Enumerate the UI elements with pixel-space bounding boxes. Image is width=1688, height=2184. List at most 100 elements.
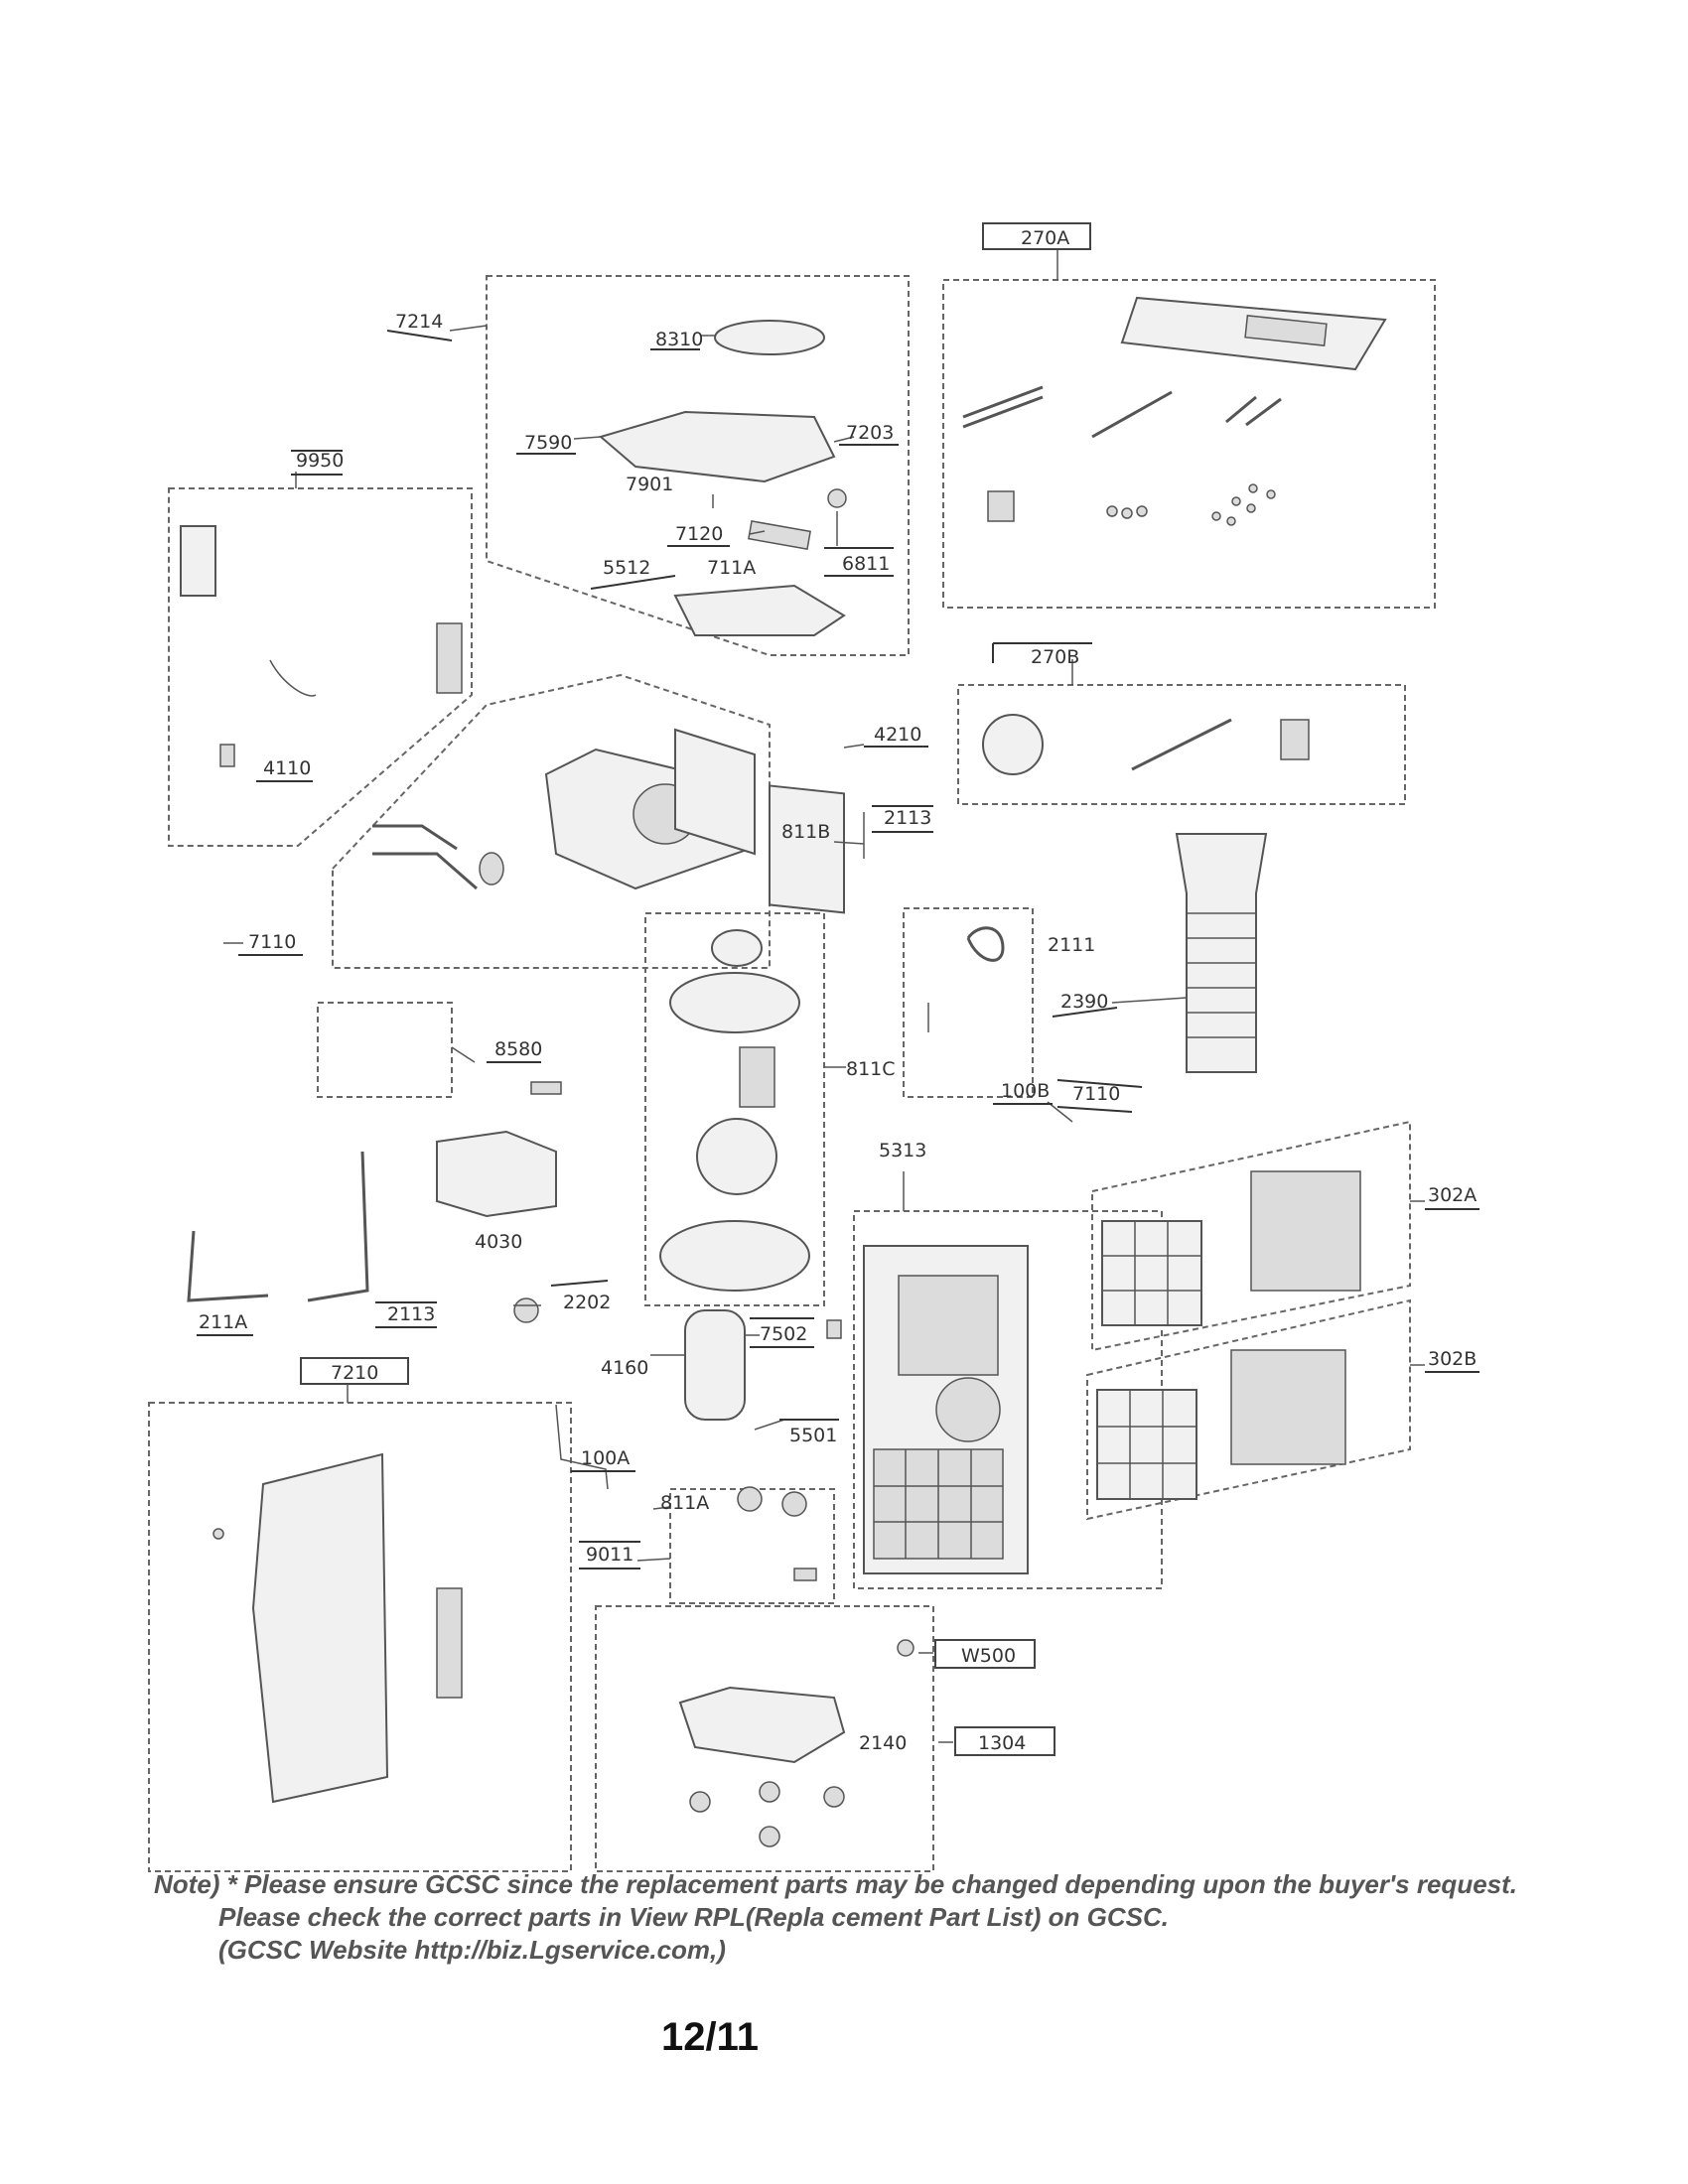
label-100A: 100A bbox=[581, 1447, 630, 1469]
label-7502: 7502 bbox=[760, 1323, 807, 1345]
knob-7120 bbox=[827, 488, 847, 508]
label-4210: 4210 bbox=[874, 724, 921, 746]
blower-scroll bbox=[659, 1220, 810, 1292]
coil-tube bbox=[372, 824, 478, 890]
label-5313: 5313 bbox=[879, 1140, 926, 1161]
evaporator-4030 bbox=[436, 1130, 557, 1218]
rod-2113 bbox=[307, 1151, 369, 1302]
label-8580: 8580 bbox=[494, 1038, 542, 1060]
note-line-3: (GCSC Website http://biz.Lgservice.com,) bbox=[218, 1935, 726, 1965]
filter-302A-mesh bbox=[1250, 1170, 1361, 1292]
rear-cabinet-fan bbox=[935, 1377, 1001, 1442]
window-panel-slot bbox=[1244, 315, 1328, 346]
filter-box-302A bbox=[1091, 1120, 1411, 1352]
note-line-1: Note) * Please ensure GCSC since the rep… bbox=[154, 1869, 1517, 1899]
exhaust-adapter bbox=[982, 714, 1044, 775]
label-2140: 2140 bbox=[859, 1732, 907, 1754]
motor-4210-side bbox=[479, 852, 504, 886]
filter-box-302B bbox=[1086, 1298, 1411, 1521]
motor-bracket bbox=[674, 728, 756, 856]
rear-grille bbox=[873, 1448, 1004, 1560]
base-pan-2140 bbox=[678, 1686, 846, 1764]
pump-811A-parts bbox=[737, 1486, 817, 1581]
rear-cabinet-opening bbox=[898, 1275, 999, 1376]
part-2202 bbox=[513, 1297, 539, 1323]
label-2111: 2111 bbox=[1048, 934, 1095, 956]
hose-fitting bbox=[1280, 719, 1310, 760]
blower-box-811C bbox=[644, 912, 825, 1306]
label-9011: 9011 bbox=[586, 1544, 633, 1566]
leader-lines bbox=[223, 248, 1425, 1743]
label-7590: 7590 bbox=[524, 432, 572, 454]
label-211A: 211A bbox=[199, 1311, 247, 1333]
control-panel-box-7214 bbox=[486, 275, 910, 656]
label-2390: 2390 bbox=[1060, 991, 1108, 1013]
exhaust-hose-2390 bbox=[1175, 833, 1268, 1073]
float-box-2111 bbox=[903, 907, 1034, 1098]
front-cabinet-screw bbox=[212, 1528, 224, 1540]
label-1304: 1304 bbox=[978, 1732, 1026, 1754]
blower-motor bbox=[711, 929, 763, 967]
drain-rod bbox=[1131, 718, 1232, 771]
relay-piece bbox=[436, 622, 463, 694]
callout-box-1304 bbox=[954, 1726, 1055, 1756]
filter-4210 bbox=[769, 784, 845, 914]
drain-cap-W500 bbox=[897, 1639, 914, 1657]
bracket-211A bbox=[187, 1230, 269, 1302]
electrical-box-9950 bbox=[168, 487, 473, 847]
blower-shroud bbox=[669, 972, 800, 1033]
label-7214: 7214 bbox=[395, 311, 443, 333]
wire-100A bbox=[555, 1404, 609, 1490]
label-302B: 302B bbox=[1428, 1348, 1477, 1370]
control-panel-7203 bbox=[598, 410, 836, 483]
label-2113-bottom: 2113 bbox=[387, 1303, 435, 1325]
terminal-block bbox=[180, 525, 216, 597]
label-8310: 8310 bbox=[655, 329, 703, 350]
label-7110-left: 7110 bbox=[248, 931, 296, 953]
replacement-parts-note: Note) * Please ensure GCSC since the rep… bbox=[154, 1868, 1584, 1967]
blower-wheel bbox=[696, 1118, 777, 1195]
label-7901: 7901 bbox=[626, 474, 673, 495]
label-5501: 5501 bbox=[789, 1425, 837, 1446]
label-4030: 4030 bbox=[475, 1231, 522, 1253]
hose-ribs bbox=[1187, 912, 1256, 1038]
kit-box-270B bbox=[957, 684, 1406, 805]
label-711A: 711A bbox=[707, 557, 756, 579]
blower-grille bbox=[739, 1046, 775, 1108]
sensor-8580 bbox=[530, 1081, 562, 1095]
label-W500: W500 bbox=[961, 1645, 1016, 1667]
display-cover-8310 bbox=[714, 320, 825, 355]
control-pcb-6811 bbox=[748, 520, 811, 550]
label-6811: 6811 bbox=[842, 553, 890, 575]
capacitor-7502 bbox=[826, 1319, 842, 1339]
compressor-4160 bbox=[684, 1309, 746, 1421]
callout-box-270A bbox=[982, 222, 1091, 250]
filter-302B-grid bbox=[1096, 1389, 1197, 1500]
part-labels: 270A 7214 8310 9950 7590 7203 7901 7120 … bbox=[197, 222, 1479, 1756]
label-7120: 7120 bbox=[675, 523, 723, 545]
label-100B: 100B bbox=[1001, 1080, 1050, 1102]
front-cabinet-handle bbox=[436, 1587, 463, 1699]
page-number: 12/11 bbox=[661, 2015, 759, 2059]
kit-box-270A bbox=[942, 279, 1436, 609]
front-cabinet-box-7210 bbox=[148, 1402, 572, 1872]
callout-box-W500 bbox=[934, 1639, 1036, 1669]
label-5512: 5512 bbox=[603, 557, 650, 579]
label-270B: 270B bbox=[1031, 646, 1079, 668]
label-4110: 4110 bbox=[263, 757, 311, 779]
wire-harness bbox=[269, 659, 317, 697]
label-302A: 302A bbox=[1428, 1184, 1477, 1206]
label-811B: 811B bbox=[781, 821, 830, 843]
callout-box-7210 bbox=[300, 1357, 409, 1385]
panel-tray-5512 bbox=[673, 584, 846, 636]
filter-302A-grid bbox=[1101, 1220, 1202, 1326]
float-2111-parts bbox=[927, 926, 1005, 1032]
blower-assembly-box bbox=[332, 673, 771, 969]
connector-4110 bbox=[219, 744, 235, 767]
label-2113-top: 2113 bbox=[884, 807, 931, 829]
label-811C: 811C bbox=[846, 1058, 896, 1080]
label-4160: 4160 bbox=[601, 1357, 648, 1379]
wheels-1304 bbox=[689, 1781, 845, 1847]
label-270A: 270A bbox=[1021, 227, 1069, 249]
